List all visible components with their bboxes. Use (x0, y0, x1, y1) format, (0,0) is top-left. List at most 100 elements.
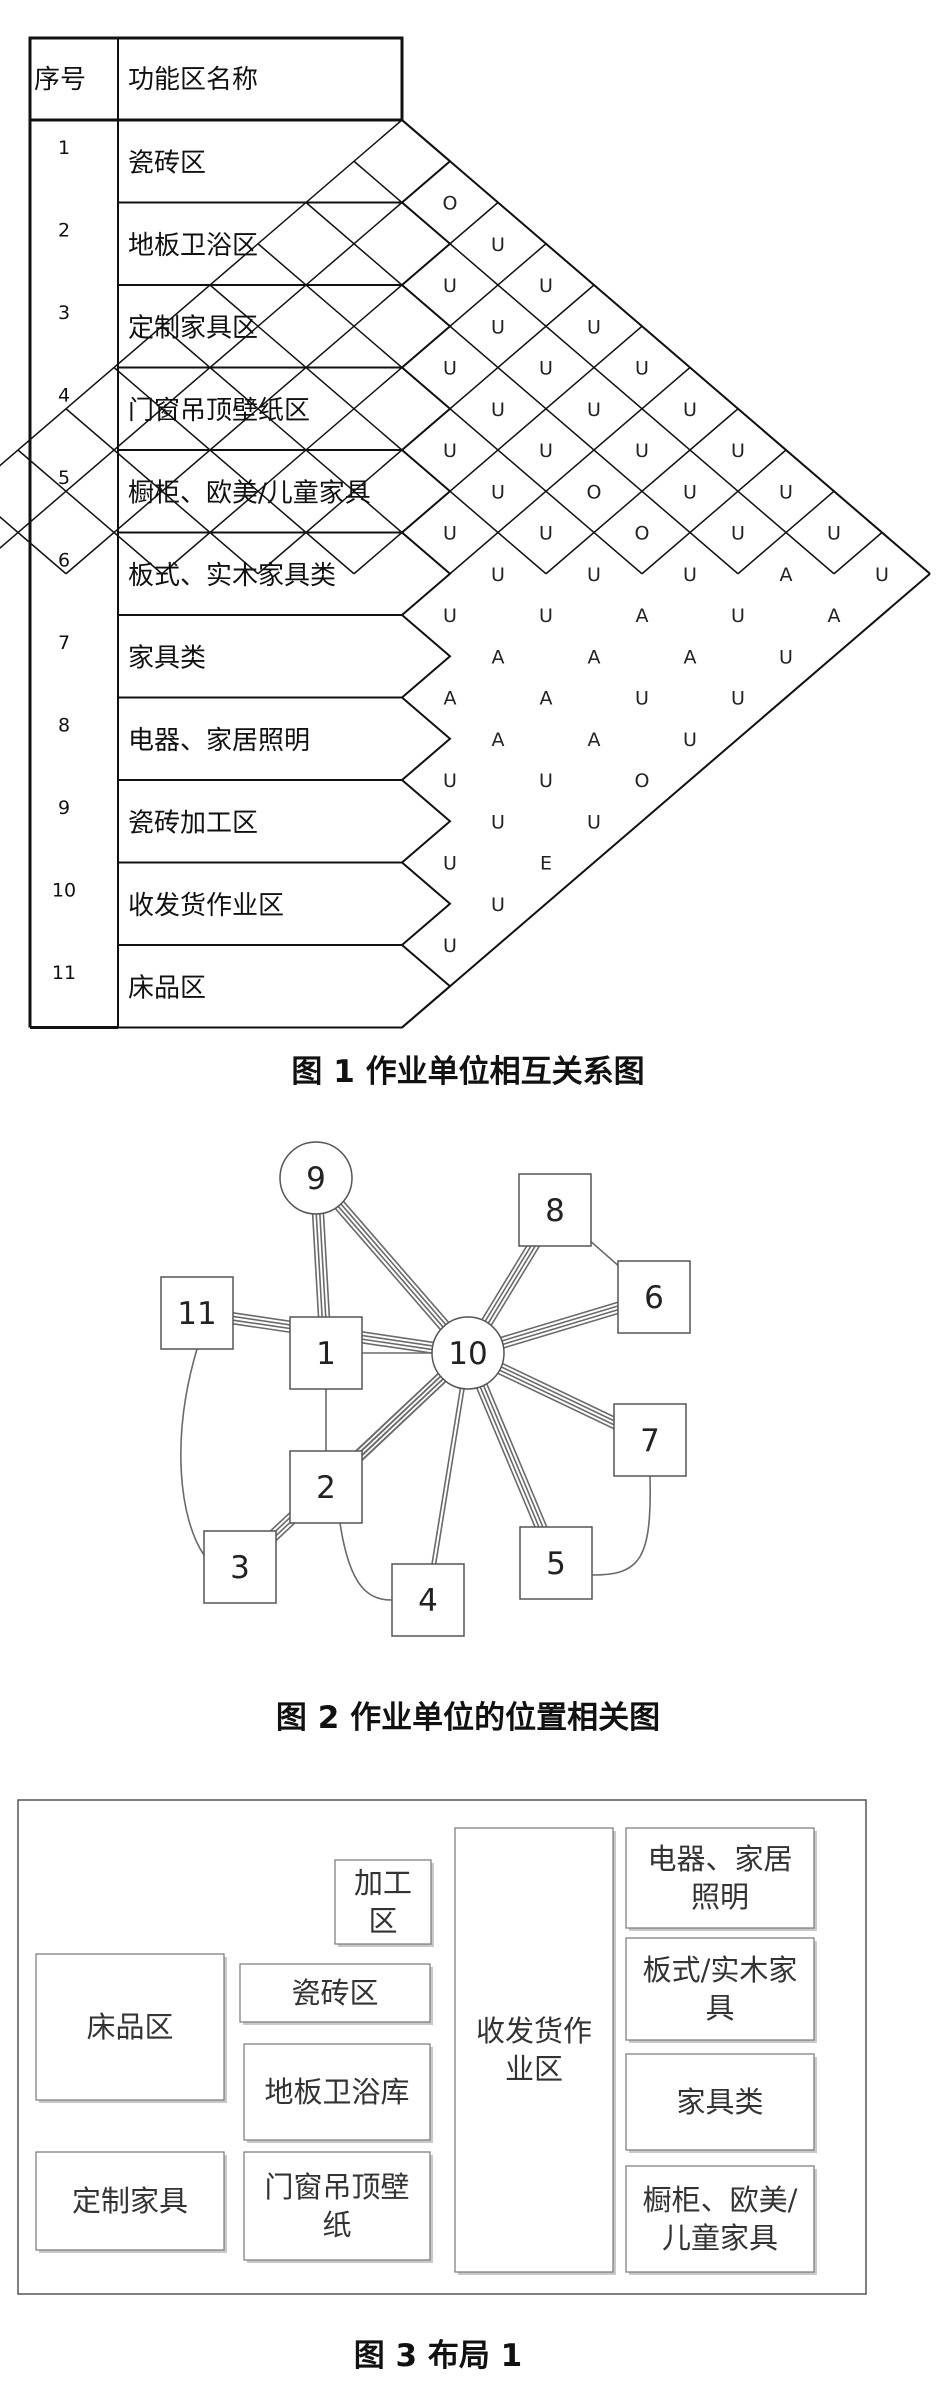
relation-cell: U (635, 688, 649, 710)
grid-line (305, 201, 739, 575)
node-1: 1 (289, 1316, 363, 1390)
node-label: 9 (306, 1161, 326, 1197)
block-dianqi: 电器、家居照明 (625, 1827, 817, 1931)
unit-number: 6 (58, 550, 70, 572)
layout-blocks: 加工区床品区瓷砖区地板卫浴库定制家具门窗吊顶壁纸收发货作业区电器、家居照明板式/… (35, 1827, 817, 2275)
square-node (617, 1260, 691, 1334)
block-label: 瓷砖区 (291, 1976, 378, 2010)
square-node (289, 1450, 363, 1524)
unit-name: 瓷砖加工区 (128, 808, 258, 838)
relation-cell: O (587, 481, 602, 503)
block-label: 儿童家具 (662, 2221, 778, 2255)
unit-number: 4 (58, 385, 70, 407)
relation-cell: U (683, 481, 697, 503)
header-cell (28, 36, 404, 122)
relation-cell: U (875, 564, 889, 586)
block-menchuang: 门窗吊顶壁纸 (243, 2151, 433, 2263)
relation-cell: U (443, 853, 457, 875)
relation-cell: U (539, 770, 553, 792)
unit-table: 序号 功能区名称 1瓷砖区2地板卫浴区3定制家具区4门窗吊顶壁纸区5橱柜、欧美/… (28, 36, 404, 1029)
unit-name: 橱柜、欧美/儿童家具 (128, 478, 371, 508)
node-label: 10 (448, 1336, 487, 1372)
node-11: 11 (160, 1276, 234, 1350)
relation-cell: U (731, 605, 745, 627)
block-rect (625, 1827, 815, 1929)
block-label: 地板卫浴库 (264, 2075, 409, 2109)
header-no: 序号 (34, 65, 86, 95)
relation-cell: U (491, 234, 505, 256)
block-rect (454, 1827, 614, 2273)
block-label: 照明 (691, 1880, 749, 1914)
unit-name: 瓷砖区 (128, 148, 206, 178)
unit-number: 11 (52, 962, 76, 984)
block-label: 纸 (322, 2208, 351, 2242)
square-node (203, 1530, 277, 1604)
block-label: 板式/实木家 (643, 1953, 798, 1987)
relation-cell: U (491, 399, 505, 421)
relation-cell: U (539, 358, 553, 380)
block-label: 收发货作 (476, 2014, 592, 2048)
node-label: 11 (177, 1296, 216, 1332)
relation-line (428, 1353, 471, 1601)
block-label: 家具类 (676, 2085, 763, 2119)
relation-cell: U (491, 811, 505, 833)
block-diban: 地板卫浴库 (243, 2043, 433, 2143)
square-node (160, 1276, 234, 1350)
relation-cell: E (540, 853, 552, 875)
grid-border (401, 572, 931, 1029)
relation-cell: U (587, 564, 601, 586)
square-node (519, 1526, 593, 1600)
relation-line (591, 1475, 652, 1576)
figure1-caption: 图 1 作业单位相互关系图 (291, 1054, 644, 1090)
relation-cell: A (540, 688, 553, 710)
relationship-chart: 序号 功能区名称 1瓷砖区2地板卫浴区3定制家具区4门窗吊顶壁纸区5橱柜、欧美/… (0, 36, 931, 1090)
block-label: 电器、家居 (647, 1842, 792, 1876)
relation-cell: U (443, 523, 457, 545)
relation-cell: U (683, 399, 697, 421)
node-label: 6 (644, 1280, 664, 1316)
relation-cell: A (588, 729, 601, 751)
unit-number: 1 (58, 137, 70, 159)
relation-line (311, 1181, 465, 1358)
figure3-caption: 图 3 布局 1 (354, 2338, 523, 2374)
relation-cell: U (683, 564, 697, 586)
relation-line (316, 1176, 470, 1353)
unit-number: 2 (58, 220, 70, 242)
unit-number: 9 (58, 797, 70, 819)
unit-name: 家具类 (128, 643, 206, 673)
relation-cell: U (539, 275, 553, 297)
relation-line (314, 1178, 468, 1355)
grid-line (545, 408, 739, 575)
relation-cells: OUUUUUUUUUUUUUUUUAAUUUOOUUUUUUUAAUUUUAUU… (443, 193, 889, 958)
unit-number: 3 (58, 302, 70, 324)
unit-name: 定制家具区 (128, 313, 258, 343)
block-rect (625, 2053, 815, 2151)
unit-name: 床品区 (128, 973, 206, 1003)
grid-line (353, 325, 643, 575)
relation-cell: U (491, 481, 505, 503)
relation-line (425, 1352, 468, 1600)
circle-node (279, 1141, 353, 1215)
relation-cell: U (443, 770, 457, 792)
grid-line (449, 366, 691, 575)
relation-cell: U (779, 481, 793, 503)
block-chuangpin: 床品区 (35, 1953, 227, 2103)
relation-cell: A (588, 646, 601, 668)
relation-cell: U (491, 894, 505, 916)
node-6: 6 (617, 1260, 691, 1334)
grid-line (737, 490, 835, 575)
relation-line (472, 1350, 562, 1562)
grid-border (401, 119, 931, 575)
square-node (518, 1173, 592, 1247)
relation-cell: U (779, 646, 793, 668)
grid-line (65, 201, 499, 575)
unit-name: 地板卫浴区 (128, 231, 258, 261)
relation-cell: A (492, 729, 505, 751)
block-label: 加工 (354, 1866, 412, 1900)
block-shoufa: 收发货作业区 (454, 1827, 616, 2275)
relation-cell: U (683, 729, 697, 751)
node-label: 8 (545, 1193, 565, 1229)
node-label: 5 (546, 1546, 566, 1582)
relation-cell: U (587, 399, 601, 421)
